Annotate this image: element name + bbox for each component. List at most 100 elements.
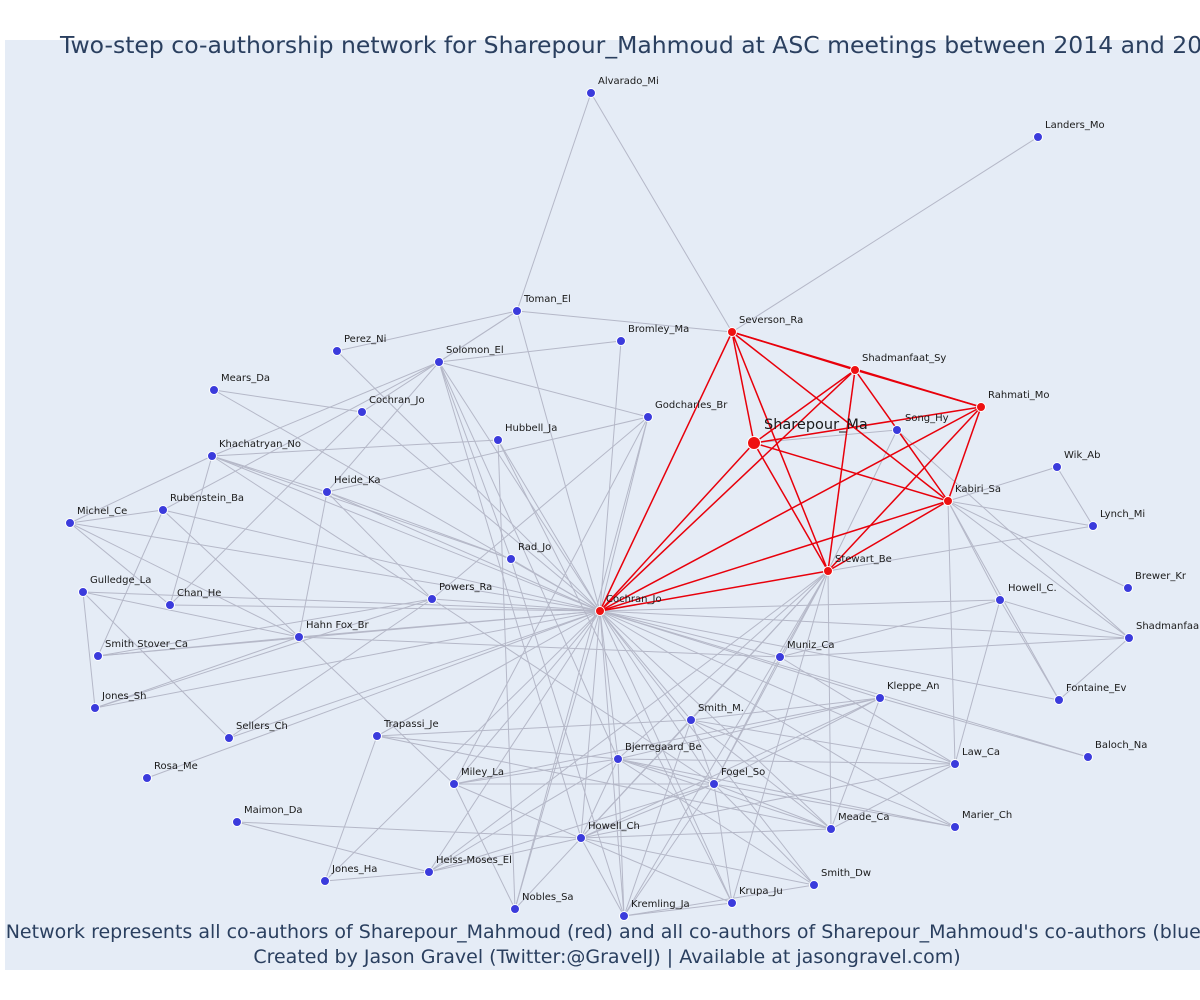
network-edge (617, 758, 625, 917)
node-solomon-el[interactable] (434, 357, 444, 367)
network-edge (580, 763, 956, 839)
node-rad-jo[interactable] (506, 554, 516, 564)
node-label: Hubbell_Ja (505, 423, 557, 434)
node-howell-c-[interactable] (995, 595, 1005, 605)
node-meade-ca[interactable] (826, 824, 836, 834)
node-hubbell-ja[interactable] (493, 435, 503, 445)
network-edge (599, 610, 733, 904)
node-label: Baloch_Na (1095, 740, 1147, 751)
network-edge (779, 656, 956, 765)
node-severson-ra[interactable] (727, 327, 737, 337)
node-hahn-fox-br[interactable] (294, 632, 304, 642)
node-sellers-ch[interactable] (224, 733, 234, 743)
node-baloch-na[interactable] (1083, 752, 1093, 762)
node-trapassi-je[interactable] (372, 731, 382, 741)
node-miley-la[interactable] (449, 779, 459, 789)
node-label: Godcharles_Br (655, 400, 728, 411)
node-label: Shadmanfaa (1136, 621, 1199, 632)
node-label: Jones_Sh (101, 691, 146, 702)
network-edge (599, 610, 1130, 639)
node-nobles-sa[interactable] (510, 904, 520, 914)
node-godcharles-br[interactable] (643, 412, 653, 422)
network-edge (1058, 637, 1130, 701)
network-edge (94, 598, 433, 709)
network-edge (69, 522, 171, 606)
network-edge (510, 558, 601, 612)
network-edge (516, 310, 733, 333)
network-edge (599, 416, 649, 612)
node-lynch-mi[interactable] (1088, 521, 1098, 531)
node-sharepour-ma[interactable] (747, 436, 761, 450)
node-krupa-ju[interactable] (727, 898, 737, 908)
node-heiss-moses-el[interactable] (424, 867, 434, 877)
network-edge (228, 610, 601, 739)
network-edge (431, 598, 601, 612)
node-bjerregaard-be[interactable] (613, 754, 623, 764)
node-marier-ch[interactable] (950, 822, 960, 832)
node-label: Kleppe_An (887, 681, 940, 692)
node-label: Stewart_Be (835, 554, 892, 565)
node-kleppe-an[interactable] (875, 693, 885, 703)
node-label: Rad_Jo (518, 542, 551, 553)
node-jones-sh[interactable] (90, 703, 100, 713)
network-edge (580, 783, 715, 839)
node-kremling-ja[interactable] (619, 911, 629, 921)
network-edge (623, 719, 692, 917)
network-edge (1056, 466, 1094, 527)
node-smith-stover-ca[interactable] (93, 651, 103, 661)
node-rahmati-mo[interactable] (976, 402, 986, 412)
node-cochran-jo-2[interactable] (357, 407, 367, 417)
network-edge (497, 439, 516, 910)
node-rubenstein-ba[interactable] (158, 505, 168, 515)
node-landers-mo[interactable] (1033, 132, 1043, 142)
coauthor-edge (753, 369, 856, 444)
node-song-hy[interactable] (892, 425, 902, 435)
node-muniz-ca[interactable] (775, 652, 785, 662)
node-cochran-jo[interactable] (595, 606, 605, 616)
node-brewer-kr[interactable] (1123, 583, 1133, 593)
node-alvarado-mi[interactable] (586, 88, 596, 98)
node-law-ca[interactable] (950, 759, 960, 769)
node-label: Sharepour_Ma (764, 417, 868, 433)
node-stewart-be[interactable] (823, 566, 833, 576)
node-smith-dw[interactable] (809, 880, 819, 890)
node-label: Heide_Ka (334, 475, 380, 486)
node-jones-ha[interactable] (320, 876, 330, 886)
network-edge (947, 466, 1058, 502)
node-toman-el[interactable] (512, 306, 522, 316)
node-label: Shadmanfaat_Sy (862, 353, 946, 364)
node-smith-m-[interactable] (686, 715, 696, 725)
node-heide-ka[interactable] (322, 487, 332, 497)
node-fontaine-ev[interactable] (1054, 695, 1064, 705)
network-edge (453, 783, 733, 904)
network-edge (169, 411, 363, 606)
network-edge (599, 610, 1060, 701)
node-label: Fontaine_Ev (1066, 683, 1126, 694)
node-khachatryan-no[interactable] (207, 451, 217, 461)
network-edge (580, 758, 619, 839)
node-maimon-da[interactable] (232, 817, 242, 827)
node-perez-ni[interactable] (332, 346, 342, 356)
node-rosa-me[interactable] (142, 773, 152, 783)
node-label: Rosa_Me (154, 761, 198, 772)
node-powers-ra[interactable] (427, 594, 437, 604)
node-shadmanfaat-sy[interactable] (850, 365, 860, 375)
node-mears-da[interactable] (209, 385, 219, 395)
coauthor-edge (731, 331, 829, 572)
network-edge (69, 509, 164, 524)
network-edge (211, 455, 601, 612)
node-shadmanfaa[interactable] (1124, 633, 1134, 643)
node-kabiri-sa[interactable] (943, 496, 953, 506)
network-edge (947, 500, 1130, 639)
node-wik-ab[interactable] (1052, 462, 1062, 472)
node-michel-ce[interactable] (65, 518, 75, 528)
network-nodes (65, 88, 1134, 921)
node-chan-he[interactable] (165, 600, 175, 610)
network-edge (580, 570, 829, 839)
node-howell-ch[interactable] (576, 833, 586, 843)
node-bromley-ma[interactable] (616, 336, 626, 346)
node-fogel-so[interactable] (709, 779, 719, 789)
node-gulledge-la[interactable] (78, 587, 88, 597)
coauthor-edge (753, 442, 829, 572)
network-edge (599, 599, 1001, 612)
